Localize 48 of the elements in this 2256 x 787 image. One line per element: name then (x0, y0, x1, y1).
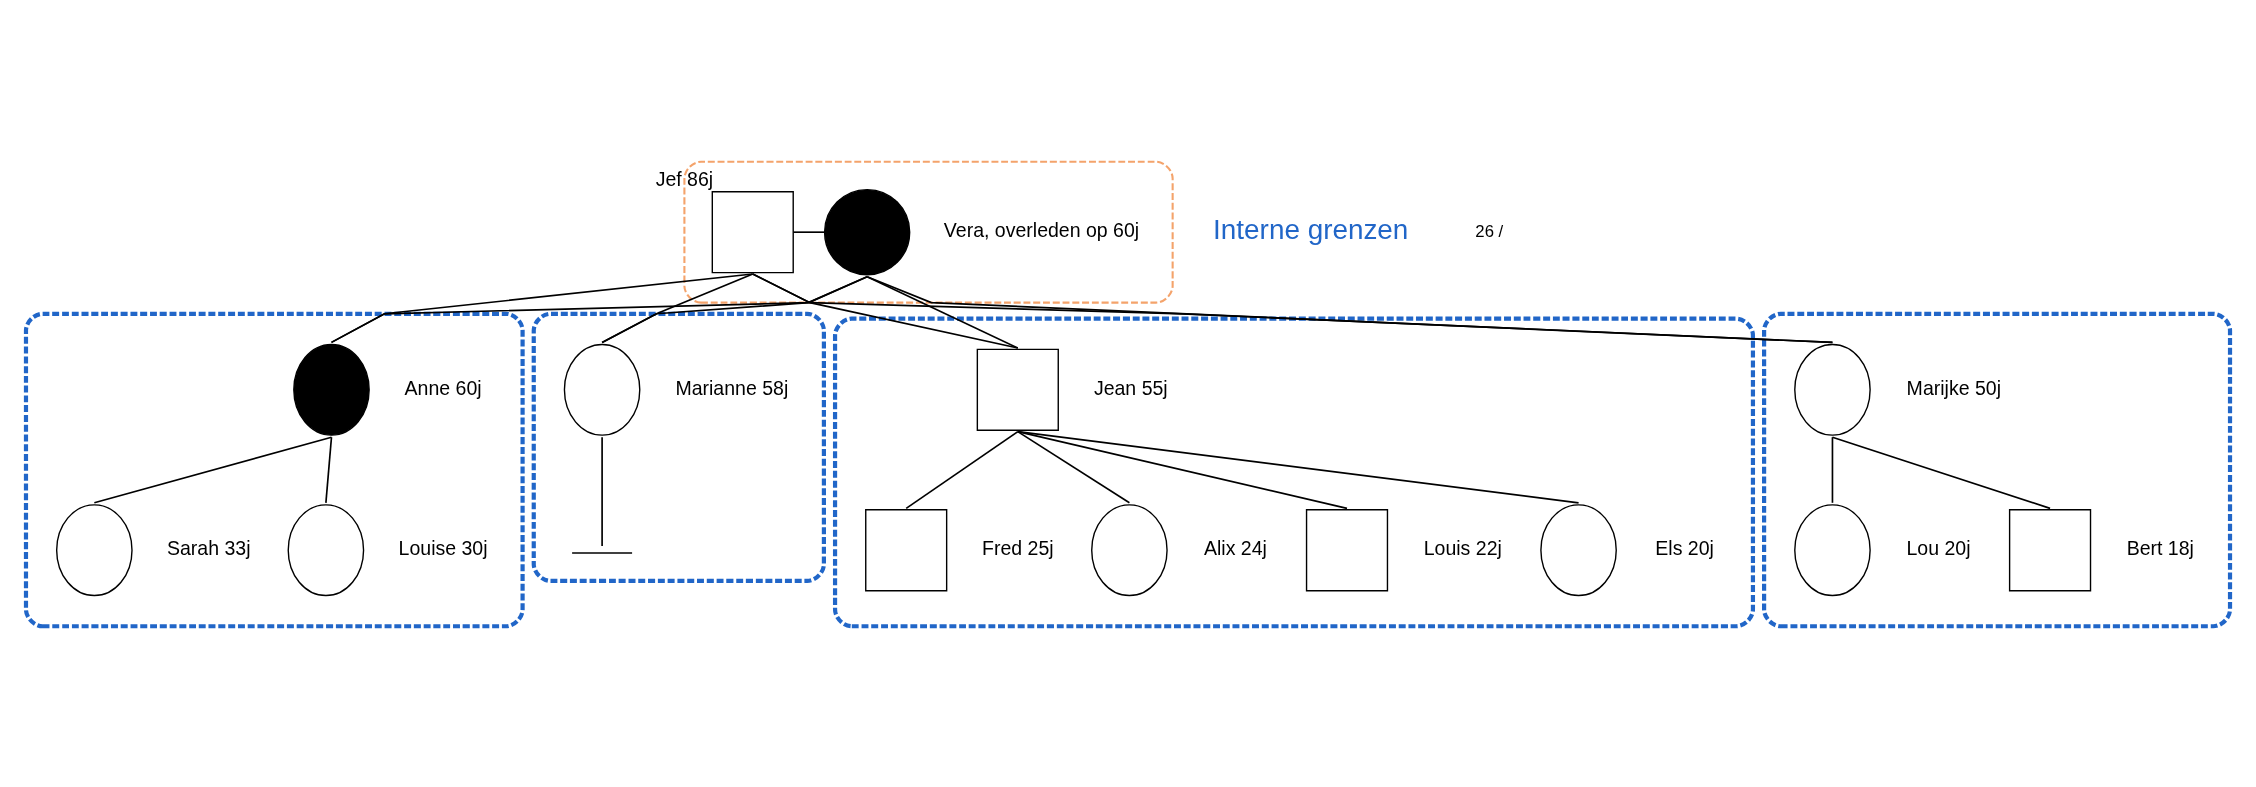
node-circle (1794, 503, 1871, 596)
connector (601, 275, 868, 343)
label: Interne grenzen (1213, 213, 1409, 245)
node-line (571, 551, 633, 554)
connector (1016, 430, 1580, 504)
cluster (1762, 311, 2233, 628)
connector (792, 230, 825, 233)
node-circle (1091, 503, 1168, 596)
node-label: Fred 25j (982, 536, 1054, 559)
node-box (711, 190, 794, 273)
node-circle (563, 343, 641, 436)
node-label: Bert 18j (2126, 536, 2194, 559)
connector (1016, 430, 1348, 509)
connector (601, 435, 603, 547)
node-label: Sarah 33j (166, 536, 251, 559)
connector (93, 435, 333, 504)
node-circle (55, 503, 133, 596)
node-label: Anne 60j (404, 376, 482, 399)
cluster (531, 311, 826, 583)
connector (1016, 430, 1131, 504)
node-label: Louise 30j (398, 536, 488, 559)
node-circle (293, 343, 370, 436)
connector (330, 275, 868, 343)
node-label: Vera, overleden op 60j (943, 218, 1140, 241)
connector (905, 430, 1019, 509)
connector (325, 435, 333, 504)
node-box (2008, 508, 2092, 591)
node-label: Lou 20j (1906, 536, 1971, 559)
node-circle (1540, 503, 1617, 596)
label: 26 / (1475, 221, 1504, 241)
node-label: Louis 22j (1423, 536, 1502, 559)
node-box (1305, 508, 1389, 591)
node-label: Marianne 58j (675, 376, 789, 399)
node-label: Jef 86j (655, 167, 714, 190)
cluster (683, 160, 1174, 304)
connector (1831, 435, 2051, 509)
cluster (832, 316, 1756, 628)
node-label: Els 20j (1655, 536, 1714, 559)
node-circle (287, 503, 365, 596)
node-box (865, 508, 948, 591)
connector (1831, 435, 1834, 504)
node-circle (823, 188, 911, 275)
node-label: Marijke 50j (1906, 376, 2001, 399)
cluster (23, 311, 525, 628)
node-label: Alix 24j (1203, 536, 1267, 559)
node-label: Jean 55j (1093, 376, 1168, 399)
node-box (976, 348, 1059, 431)
node-circle (1794, 343, 1871, 436)
